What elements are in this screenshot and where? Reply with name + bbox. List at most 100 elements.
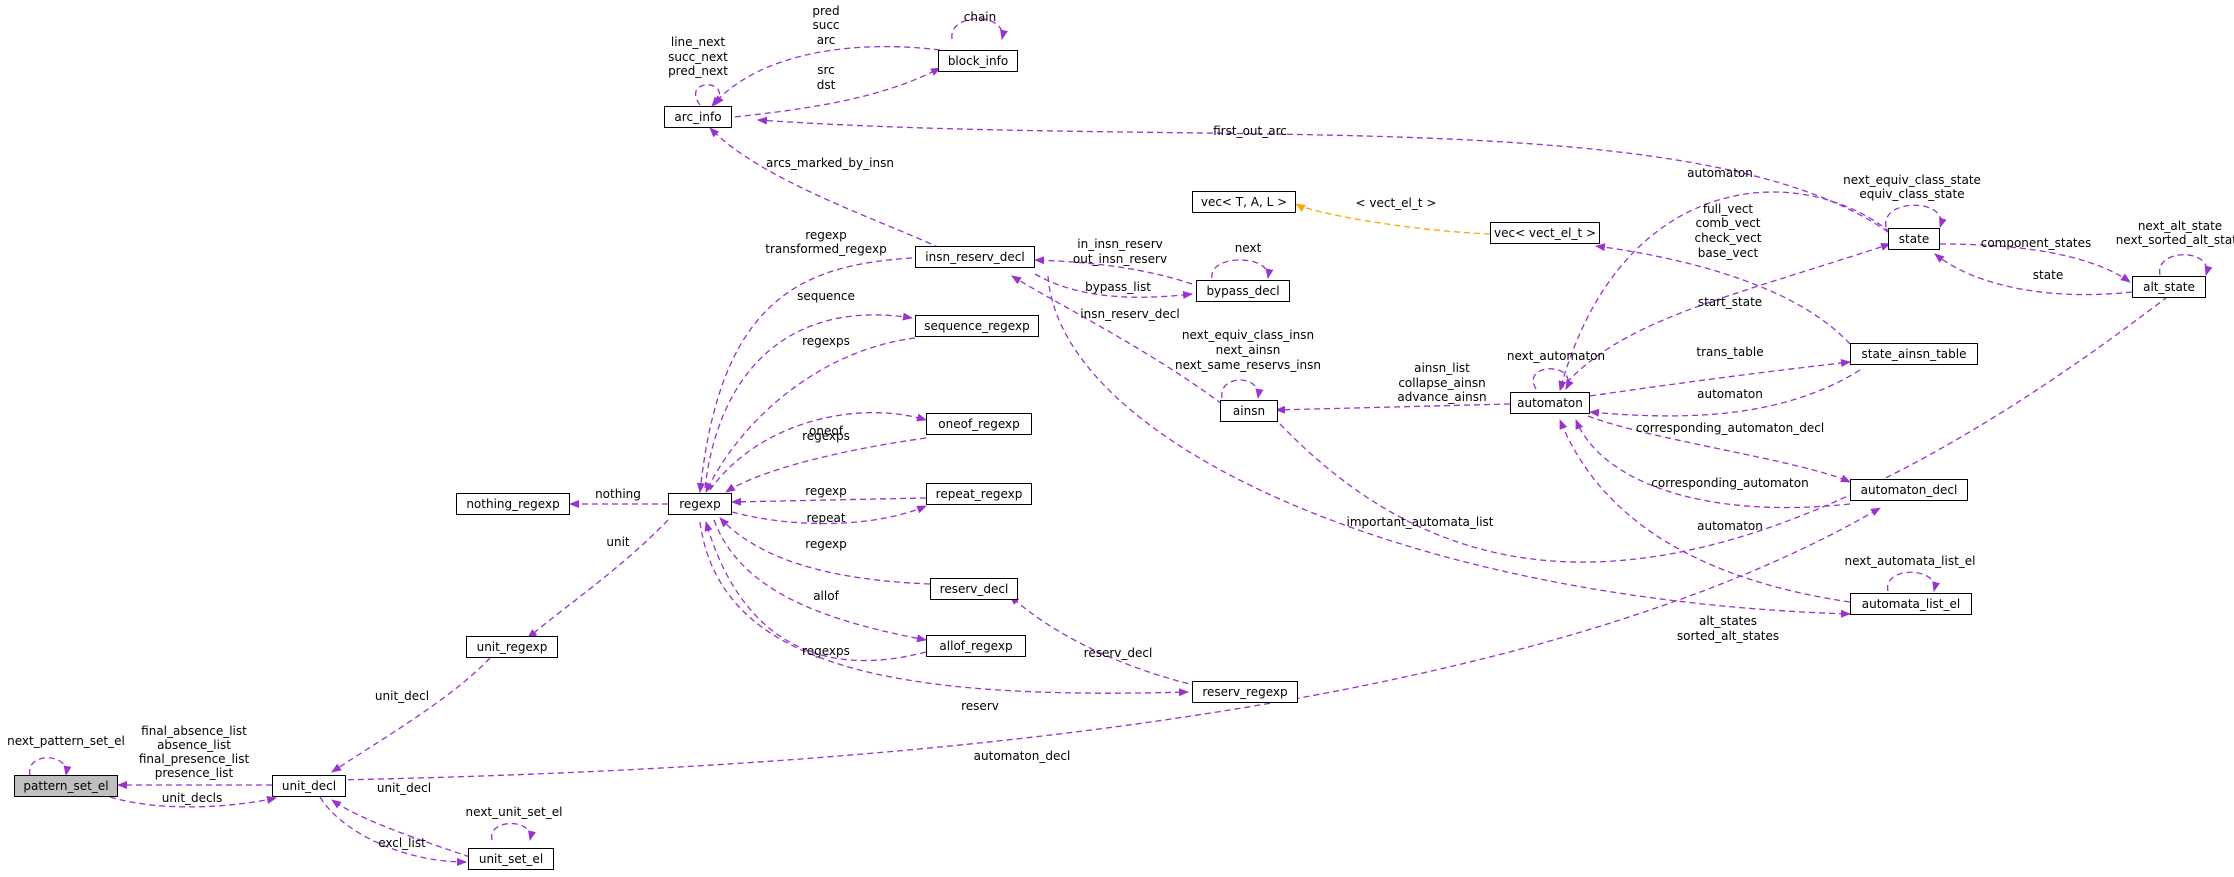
- edge-next-automata-list-el: [1887, 571, 1940, 592]
- edge-label-unit-decl-b: unit_decl: [375, 689, 429, 703]
- node-regexp[interactable]: regexp: [668, 493, 732, 515]
- edge-label-component-states: component_states: [1981, 236, 2092, 250]
- edge-label-automaton-decl: automaton_decl: [974, 749, 1071, 763]
- edge-component-states: [1939, 243, 2131, 283]
- edge-label-regexp: regexp: [805, 228, 847, 242]
- node-automata-list-el[interactable]: automata_list_el: [1850, 593, 1972, 615]
- edge-label-equiv-class-state: equiv_class_state: [1859, 187, 1964, 201]
- edge-label-full-vect: full_vect: [1703, 202, 1754, 216]
- edge-label-next-equiv-class-insn: next_equiv_class_insn: [1182, 328, 1314, 342]
- node-alt-state[interactable]: alt_state: [2132, 276, 2206, 298]
- edge-label-succ: succ: [812, 18, 839, 32]
- edge-label-chain: chain: [964, 10, 997, 24]
- edge-label-allof: allof: [813, 589, 839, 603]
- edge-label-bypass-list: bypass_list: [1085, 280, 1151, 294]
- edge-automaton-state: [1558, 191, 1891, 391]
- edge-automaton-decl: [337, 507, 1881, 781]
- node-ainsn[interactable]: ainsn: [1220, 400, 1278, 422]
- node-vec-t-a-l[interactable]: vec< T, A, L >: [1192, 191, 1296, 213]
- edge-label-corresponding-automaton: corresponding_automaton: [1651, 476, 1808, 490]
- edge-label-automaton-list: automaton: [1697, 519, 1763, 533]
- edge-reserv: [699, 521, 1189, 697]
- edge-unit-set-el-unit-decl: [331, 799, 471, 858]
- node-unit-set-el[interactable]: unit_set_el: [468, 848, 554, 870]
- edge-trans-table: [1589, 359, 1851, 397]
- edge-label-regexp-repeat: regexp: [805, 484, 847, 498]
- node-oneof-regexp[interactable]: oneof_regexp: [926, 413, 1032, 435]
- edge-src-dst: [724, 67, 941, 119]
- edge-label-next-automaton: next_automaton: [1507, 349, 1605, 363]
- edge-label-regexps-oneof: regexps: [802, 429, 850, 443]
- node-pattern-set-el[interactable]: pattern_set_el: [14, 775, 118, 797]
- edge-sequence: [704, 312, 913, 489]
- node-sequence-regexp[interactable]: sequence_regexp: [915, 315, 1039, 337]
- edge-label-arc: arc: [817, 33, 836, 47]
- edge-reserv-decl: [1009, 595, 1199, 687]
- node-unit-decl[interactable]: unit_decl: [272, 775, 346, 797]
- edge-excl-list: [319, 796, 467, 866]
- edge-label-ainsn-list: ainsn_list: [1414, 361, 1470, 375]
- node-bypass-decl[interactable]: bypass_decl: [1196, 280, 1290, 302]
- edge-label-reserv-decl: reserv_decl: [1084, 646, 1153, 660]
- edge-pred-succ-arc: [711, 46, 941, 107]
- edge-label-repeat: repeat: [806, 511, 845, 525]
- node-repeat-regexp[interactable]: repeat_regexp: [926, 483, 1032, 505]
- edge-label-final-absence-list: final_absence_list: [141, 724, 247, 738]
- edge-label-sequence: sequence: [797, 289, 855, 303]
- edge-label-sorted-alt-states: sorted_alt_states: [1677, 629, 1779, 643]
- edge-label-next-alt-state: next_alt_state: [2138, 219, 2222, 233]
- node-vec-vect-el[interactable]: vec< vect_el_t >: [1490, 222, 1600, 244]
- node-state-ainsn-table[interactable]: state_ainsn_table: [1850, 343, 1978, 365]
- edge-label-next-sorted-alt-state: next_sorted_alt_state: [2116, 233, 2234, 247]
- edge-insn-reserv-decl: [1011, 275, 1223, 405]
- edge-label-unit-decl-a: unit_decl: [377, 781, 431, 795]
- node-automaton[interactable]: automaton: [1510, 392, 1590, 414]
- node-state[interactable]: state: [1888, 228, 1940, 250]
- edge-label-advance-ainsn: advance_ainsn: [1397, 390, 1486, 404]
- edge-label-reserv: reserv: [961, 699, 999, 713]
- edge-label-src: src: [817, 63, 835, 77]
- edge-allof: [713, 519, 927, 643]
- edge-corresponding-automaton: [1575, 419, 1851, 509]
- node-allof-regexp[interactable]: allof_regexp: [926, 635, 1026, 657]
- edge-next-unit-set-el: [491, 822, 536, 841]
- edge-label-next-bypass: next: [1235, 241, 1262, 255]
- edge-label-succ-next: succ_next: [668, 50, 728, 64]
- node-reserv-decl[interactable]: reserv_decl: [930, 578, 1018, 600]
- edge-label-dst: dst: [817, 78, 836, 92]
- node-block-info[interactable]: block_info: [938, 50, 1018, 72]
- edge-label-regexp-reserv: regexp: [805, 537, 847, 551]
- edge-label-next-unit-set-el: next_unit_set_el: [466, 805, 563, 819]
- node-insn-reserv-decl[interactable]: insn_reserv_decl: [915, 246, 1035, 268]
- node-unit-regexp[interactable]: unit_regexp: [466, 636, 558, 658]
- edge-next-pattern-set-el: [29, 757, 72, 776]
- edge-label-regexps-allof: regexps: [802, 644, 850, 658]
- edge-label-presence-list: presence_list: [155, 766, 234, 780]
- edge-label-pred-next: pred_next: [668, 64, 728, 78]
- edge-unit: [527, 519, 669, 639]
- edge-label-transformed-regexp: transformed_regexp: [765, 242, 886, 256]
- edge-unit-regexp-unit-decl: [331, 657, 491, 773]
- edge-label-line-next: line_next: [671, 35, 726, 49]
- edge-template-vect: [1295, 203, 1491, 235]
- node-nothing-regexp[interactable]: nothing_regexp: [456, 493, 570, 515]
- edge-label-arcs-marked-by-insn: arcs_marked_by_insn: [766, 156, 894, 170]
- edge-label-out-insn-reserv: out_insn_reserv: [1073, 252, 1167, 266]
- edge-label-pred: pred: [812, 4, 839, 18]
- edge-label-absence-list: absence_list: [157, 738, 231, 752]
- edge-important-automata: [1047, 275, 1851, 618]
- edge-regexps-sequence: [705, 337, 916, 493]
- edge-label-unit-decls: unit_decls: [162, 791, 222, 805]
- edge-label-alt-states: alt_states: [1699, 614, 1757, 628]
- edge-label-corresponding-automaton-decl: corresponding_automaton_decl: [1636, 421, 1824, 435]
- edge-label-nothing: nothing: [595, 487, 641, 501]
- node-automaton-decl[interactable]: automaton_decl: [1850, 479, 1968, 501]
- node-reserv-regexp[interactable]: reserv_regexp: [1192, 681, 1298, 703]
- edge-corresponding-automaton-decl: [1587, 415, 1851, 483]
- edge-label-automaton-state: automaton: [1687, 166, 1753, 180]
- edge-regexp-reserv-decl: [719, 517, 931, 585]
- node-arc-info[interactable]: arc_info: [664, 106, 732, 128]
- edge-label-automaton-table: automaton: [1697, 387, 1763, 401]
- edge-label-next-automata-list-el: next_automata_list_el: [1844, 554, 1975, 568]
- edge-alt-states: [1279, 283, 2185, 563]
